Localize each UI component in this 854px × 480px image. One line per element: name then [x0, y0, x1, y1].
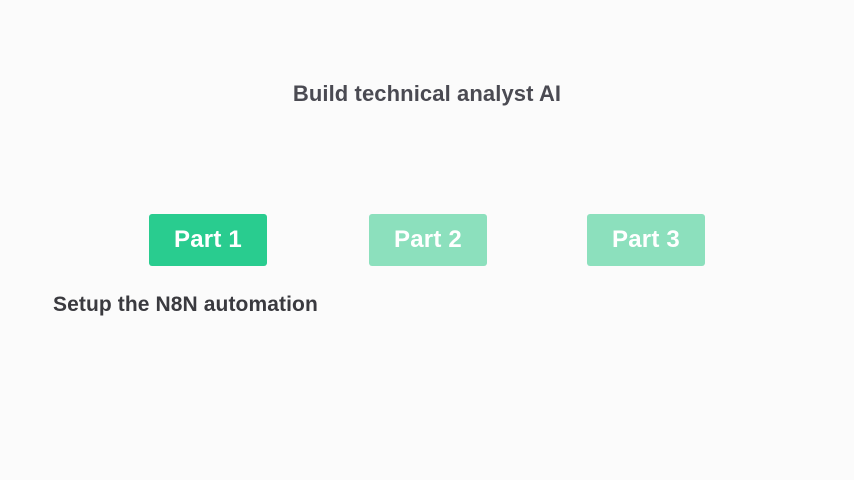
part-chip-2[interactable]: Part 2 [369, 214, 487, 266]
part-chip-group: Part 1 Part 2 Part 3 [149, 214, 706, 266]
part-chip-1-label: Part 1 [174, 226, 242, 253]
part-chip-3[interactable]: Part 3 [587, 214, 705, 266]
slide-caption: Setup the N8N automation [53, 293, 318, 316]
part-chip-1[interactable]: Part 1 [149, 214, 267, 266]
part-chip-3-label: Part 3 [612, 226, 680, 253]
page-title: Build technical analyst AI [292, 81, 562, 106]
part-chip-2-label: Part 2 [394, 226, 462, 253]
